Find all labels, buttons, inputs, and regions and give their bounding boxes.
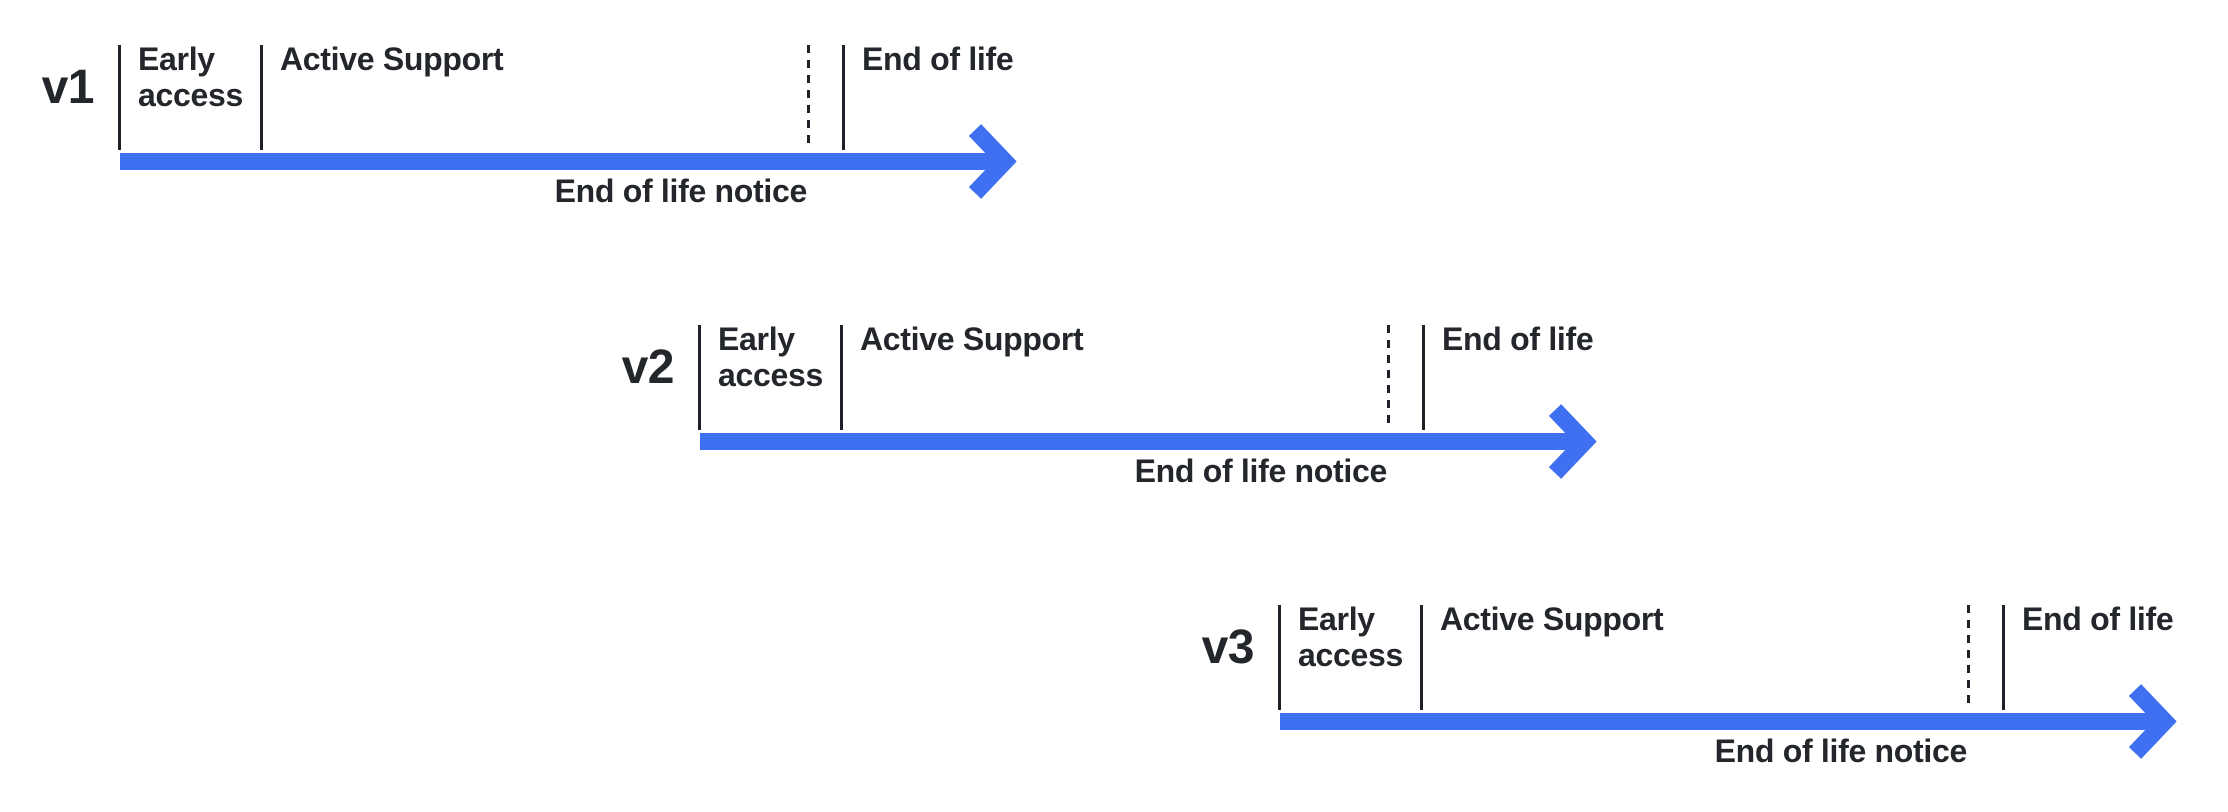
timeline-arrow	[1280, 684, 2177, 759]
end-of-life-tick	[1422, 325, 1425, 430]
timeline-row-v1: v1 Early access Active Support End of li…	[0, 40, 1080, 225]
phase-label-active-support: Active Support	[860, 321, 1084, 357]
active-support-tick	[840, 325, 843, 430]
phase-label-early-access: Early access	[718, 321, 823, 393]
early-access-tick	[698, 325, 701, 430]
eol-notice-label: End of life notice	[554, 173, 808, 209]
early-access-tick	[118, 45, 121, 150]
timeline-arrow	[700, 404, 1597, 479]
phase-label-end-of-life: End of life	[862, 41, 1014, 77]
active-support-tick	[260, 45, 263, 150]
eol-notice-label: End of life notice	[1134, 453, 1388, 489]
phase-label-early-access: Early access	[138, 41, 243, 113]
version-label: v1	[41, 61, 95, 114]
eol-notice-label: End of life notice	[1714, 733, 1968, 769]
eol-notice-dashed-line	[1967, 605, 1970, 710]
phase-label-end-of-life: End of life	[1442, 321, 1594, 357]
phase-label-active-support: Active Support	[1440, 601, 1664, 637]
eol-notice-dashed-line	[807, 45, 810, 150]
early-access-tick	[1278, 605, 1281, 710]
eol-notice-dashed-line	[1387, 325, 1390, 430]
end-of-life-tick	[842, 45, 845, 150]
version-label: v3	[1201, 621, 1255, 674]
phase-label-active-support: Active Support	[280, 41, 504, 77]
timeline-arrow	[120, 124, 1017, 199]
timeline-row-v3: v3 Early access Active Support End of li…	[1160, 600, 2228, 785]
active-support-tick	[1420, 605, 1423, 710]
phase-label-end-of-life: End of life	[2022, 601, 2174, 637]
end-of-life-tick	[2002, 605, 2005, 710]
version-label: v2	[621, 341, 675, 394]
phase-label-early-access: Early access	[1298, 601, 1403, 673]
timeline-row-v2: v2 Early access Active Support End of li…	[580, 320, 1660, 505]
